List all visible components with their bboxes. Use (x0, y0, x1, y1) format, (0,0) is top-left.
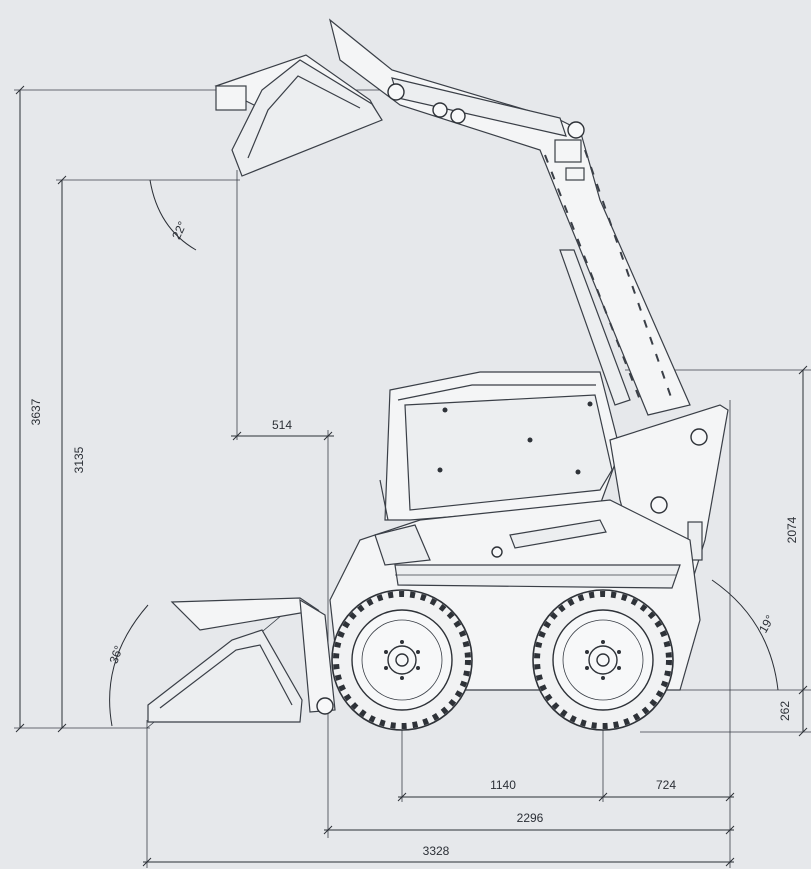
cab-roof-edge (397, 384, 596, 401)
dimension-labels: 3637 3135 514 2074 262 1140 724 2296 332… (29, 219, 799, 858)
step-rail (394, 564, 681, 589)
lift-arm-body (328, 18, 691, 416)
arm-label (565, 167, 585, 181)
raised-bucket-inner (247, 75, 361, 159)
label-ground-clearance: 262 (778, 701, 792, 721)
rollback-angle-arc (109, 604, 149, 727)
arm-pivot-front (387, 83, 405, 101)
lift-arm (328, 18, 691, 416)
label-cab-height: 2074 (785, 516, 799, 543)
lowered-bucket (147, 597, 336, 723)
arm-plate (554, 139, 582, 163)
dump-angle-arc (149, 179, 197, 251)
foot-pedal (509, 519, 607, 549)
arm-gear-2 (450, 108, 466, 124)
departure-angle-arc (711, 579, 779, 691)
arm-pivot-mid (567, 121, 585, 139)
bucket-mount-plate (299, 598, 336, 713)
raised-bucket (214, 54, 383, 177)
tilt-cylinder (559, 249, 631, 406)
label-rear-overhang: 724 (656, 778, 676, 792)
arm-dash-line-2 (584, 149, 673, 401)
side-handle (379, 479, 389, 521)
label-departure-angle: 19° (756, 612, 777, 635)
bucket-pivot (316, 697, 334, 715)
dimension-lines (14, 85, 811, 868)
raised-bucket-cutting-edge (215, 85, 247, 111)
rear-wheel (532, 589, 674, 731)
label-pin-height: 3135 (72, 446, 86, 473)
label-wheelbase: 1140 (490, 778, 516, 792)
label-total-height: 3637 (29, 398, 43, 425)
arm-gear-1 (432, 102, 448, 118)
label-total-length: 3328 (423, 844, 450, 858)
cab-side-panel (404, 394, 613, 511)
chassis-bolt (491, 546, 503, 558)
lowered-bucket-shell (147, 629, 303, 723)
raised-bucket-shell (231, 59, 383, 177)
lowered-bucket-inner (159, 644, 293, 709)
label-body-length: 2296 (517, 811, 544, 825)
rear-pivot-lower (650, 496, 668, 514)
label-rollback-angle: 36° (107, 644, 126, 666)
tick-marks (15, 85, 808, 867)
label-reach: 514 (272, 418, 292, 432)
rear-pivot-upper (690, 428, 708, 446)
rolled-back-bucket-top (170, 597, 320, 631)
front-wheel (331, 589, 473, 731)
arm-dash-line-1 (544, 154, 641, 401)
label-dump-angle: 22° (169, 219, 189, 242)
arm-mount (374, 524, 431, 566)
